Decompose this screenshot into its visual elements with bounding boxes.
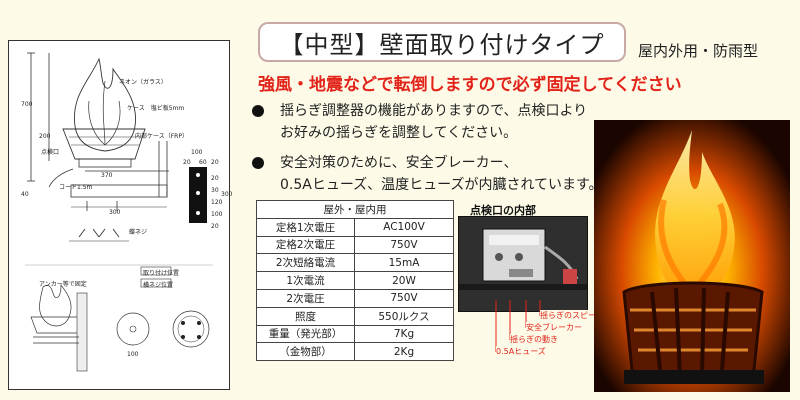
dim-w300: 300 [221, 191, 233, 198]
dim-300: 300 [109, 209, 121, 216]
table-cell-label: 照度 [256, 306, 355, 326]
bullet-line: 安全対策のために、安全ブレーカー、 [280, 155, 518, 171]
callout-speed: 揺らぎのスピード [540, 310, 604, 321]
table-cell-value: 15mA [354, 253, 454, 273]
table-row: 定格2次電圧 750V [256, 235, 454, 255]
title-box: 【中型】壁面取り付けタイプ [258, 22, 626, 62]
drawing-lines [25, 52, 213, 372]
inspection-photo-graphic [459, 217, 587, 311]
table-cell-value: 7Kg [354, 324, 454, 344]
label-detail: 取り付け位置 [143, 270, 180, 277]
table-header-row: 屋外・屋内用 [256, 200, 454, 219]
bullet-line: 揺らぎ調整器の機能がありますので、点検口より [280, 103, 588, 119]
bullet-dot-icon [252, 105, 264, 117]
spec-table: 屋外・屋内用 定格1次電圧 AC100V 定格2次電圧 750V 2次短絡電流 … [256, 200, 454, 362]
table-cell-value: 750V [354, 235, 454, 255]
label-inner-case: 内部ケース（FRP） [135, 133, 188, 140]
table-cell-label: 定格2次電圧 [256, 235, 355, 255]
table-cell-label: 1次電流 [256, 271, 355, 290]
usage-subtitle: 屋内外用・防雨型 [638, 42, 759, 60]
table-cell-label: 定格1次電圧 [256, 217, 355, 237]
dim-60: 60 [199, 159, 207, 166]
dim-w20: 20 [211, 175, 219, 182]
dim-100b: 100 [127, 351, 139, 358]
bullet-item: 揺らぎ調整器の機能がありますので、点検口より お好みの揺らぎを調整してください。 [252, 100, 587, 144]
table-cell-value: AC100V [354, 217, 454, 237]
table-cell-label: 重量（発光部） [256, 324, 355, 344]
label-cord: コード1.5m [59, 184, 93, 191]
table-row: 2次電圧 750V [256, 288, 454, 308]
dim-100: 100 [191, 149, 203, 156]
bullet-line: お好みの揺らぎを調整してください。 [280, 125, 518, 141]
inspection-photo [458, 216, 588, 312]
table-cell-label: （金物部） [256, 342, 355, 362]
label-anchor-fix: アンカー等で固定 [39, 281, 87, 288]
flame-light-photo [594, 120, 790, 392]
table-row: 重量（発光部） 7Kg [256, 324, 454, 344]
dim-700: 700 [21, 101, 33, 108]
table-cell-label: 2次電圧 [256, 288, 355, 308]
table-row: 定格1次電圧 AC100V [256, 217, 454, 237]
callout-breaker: 安全ブレーカー [526, 322, 582, 333]
table-row: 2次短絡電流 15mA [256, 253, 454, 273]
table-cell-label: 2次短絡電流 [256, 253, 355, 273]
label-neon: ネオン（ガラス） [119, 79, 167, 86]
label-bolt-position: 横ネジ位置 [143, 282, 174, 289]
callout-fuse: 0.5Aヒューズ [496, 346, 546, 357]
bullet-dot-icon [252, 157, 264, 169]
label-case: ケース 塩ビ板5mm [127, 105, 185, 112]
table-row: 1次電流 20W [256, 271, 454, 290]
callout-motion: 揺らぎの動き [510, 334, 558, 345]
dim-20a: 20 [183, 159, 191, 166]
table-row: （金物部） 2Kg [256, 342, 454, 362]
page-title: 【中型】壁面取り付けタイプ [279, 30, 605, 59]
table-cell-value: 2Kg [354, 342, 454, 362]
label-inspection-port: 点検口 [41, 149, 60, 156]
dim-w30: 30 [211, 187, 219, 194]
dim-200: 200 [39, 133, 51, 140]
dim-40: 40 [21, 191, 29, 198]
flame-light-graphic [594, 120, 790, 392]
inspection-title: 点検口の内部 [470, 204, 536, 217]
table-cell-value: 750V [354, 288, 454, 308]
bullet-line: 0.5Aヒューズ、温度ヒューズが内臓されています。 [280, 177, 603, 193]
dim-w100: 100 [211, 211, 223, 218]
warning-text: 強風・地震などで転倒しますので必ず固定してください [258, 75, 682, 95]
table-row: 照度 550ルクス [256, 306, 454, 326]
table-cell-value: 20W [354, 271, 454, 290]
dim-20b: 20 [211, 159, 219, 166]
table-cell-value: 550ルクス [354, 306, 454, 326]
dim-370: 370 [101, 172, 113, 179]
label-anchor-bolt: 蝶ネジ [129, 229, 148, 236]
bullet-item: 安全対策のために、安全ブレーカー、 0.5Aヒューズ、温度ヒューズが内臓されてい… [252, 152, 603, 196]
technical-drawing: ネオン（ガラス） ケース 塩ビ板5mm 内部ケース（FRP） 点検口 コード1.… [8, 40, 233, 390]
dim-w120: 120 [211, 199, 223, 206]
dim-w20b: 20 [211, 223, 219, 230]
table-header: 屋外・屋内用 [256, 200, 454, 219]
